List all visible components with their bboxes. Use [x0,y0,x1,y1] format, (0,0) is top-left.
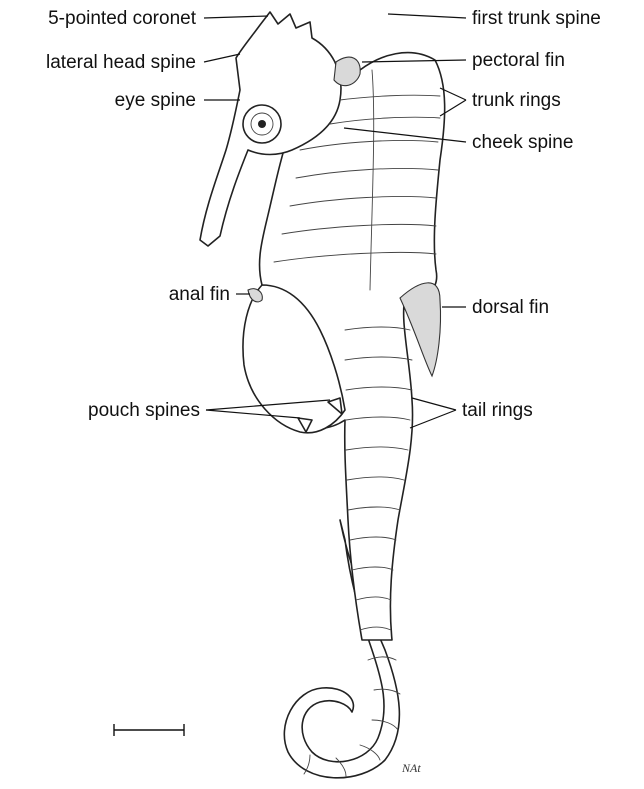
seahorse-eye-pupil [258,120,266,128]
label-trunk-rings: trunk rings [472,90,561,111]
label-coronet: 5-pointed coronet [48,8,197,29]
label-dorsal-fin: dorsal fin [472,297,549,318]
leader-coronet [204,16,268,18]
scale-bar [114,724,184,736]
seahorse-illustration: NAt [200,12,445,778]
label-tail-rings: tail rings [462,400,533,421]
artist-signature: NAt [401,761,421,775]
leader-lateral-head-spine [204,54,240,62]
leader-tail-rings-1 [412,398,456,410]
seahorse-pectoral-fin [334,57,360,86]
label-cheek-spine: cheek spine [472,132,573,153]
leader-first-trunk-spine [388,14,466,18]
leader-tail-rings-2 [410,410,456,428]
label-pouch-spines: pouch spines [88,400,200,421]
label-first-trunk-spine: first trunk spine [472,8,601,29]
label-anal-fin: anal fin [169,284,230,305]
label-lateral-head-spine: lateral head spine [46,52,196,73]
label-pectoral-fin: pectoral fin [472,50,565,71]
label-eye-spine: eye spine [115,90,196,111]
